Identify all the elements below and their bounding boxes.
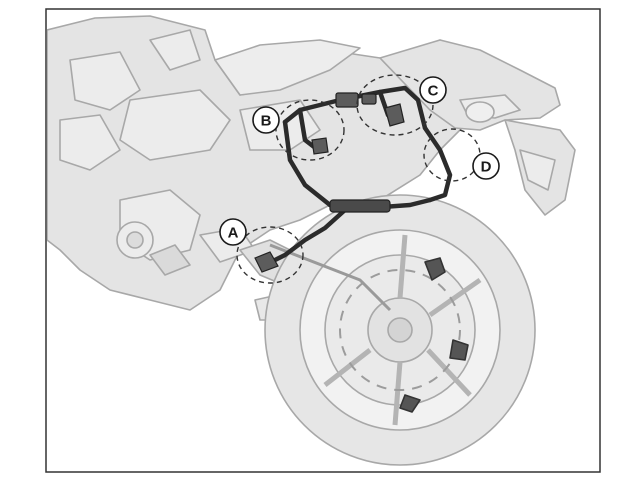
callout-badge-b: B	[252, 106, 280, 134]
callout-label-c: C	[428, 83, 439, 100]
callout-label-b: B	[261, 113, 272, 130]
frame-brackets	[254, 92, 405, 273]
callout-circle-c	[356, 74, 434, 136]
callout-badge-d: D	[472, 152, 500, 180]
callout-badge-a: A	[219, 218, 247, 246]
callout-badge-c: C	[419, 76, 447, 104]
callout-label-a: A	[228, 225, 239, 242]
callout-circle-b	[275, 99, 345, 161]
seat	[214, 39, 361, 96]
callout-label-d: D	[481, 159, 492, 176]
callout-circle-a	[236, 226, 304, 284]
